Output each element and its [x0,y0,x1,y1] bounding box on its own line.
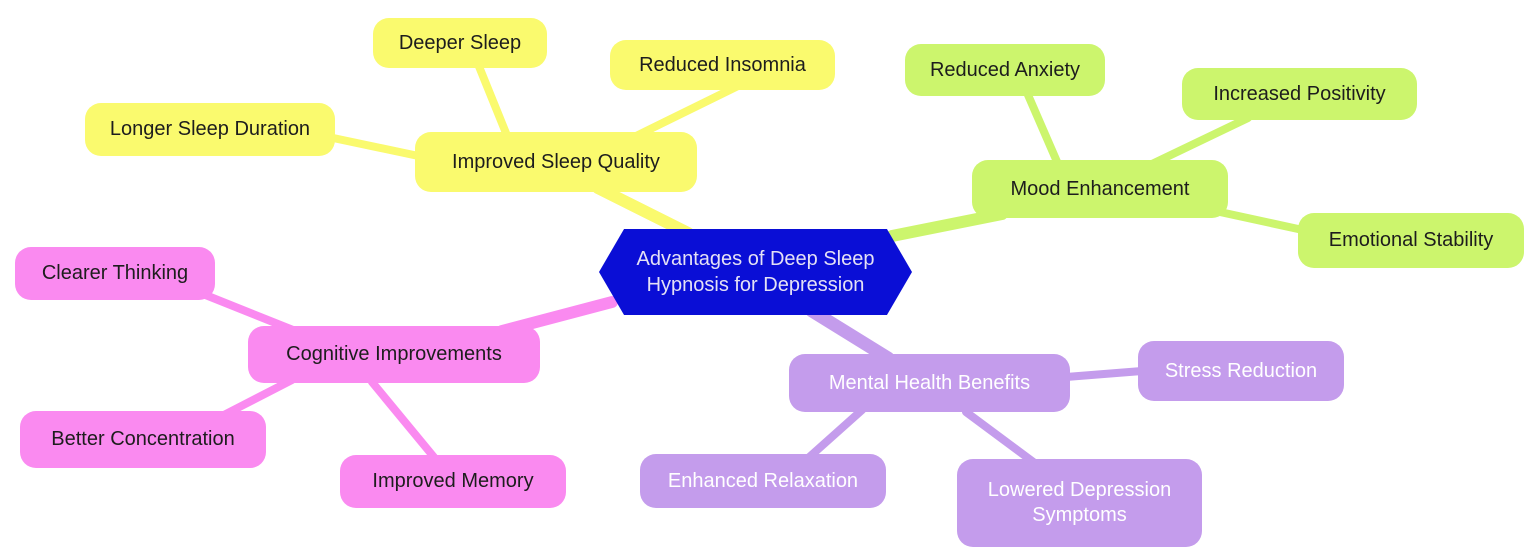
edge-mood-enhancement-increased-positivity [1148,114,1252,168]
edge-cognitive-improvements-improved-memory [368,378,442,466]
node-improved-memory: Improved Memory [340,455,566,508]
edge-root-improved-sleep-quality [592,182,694,239]
node-enhanced-relaxation: Enhanced Relaxation [640,454,886,508]
node-clearer-thinking: Clearer Thinking [15,247,215,300]
node-emotional-stability: Emotional Stability [1298,213,1524,268]
node-stress-reduction: Stress Reduction [1138,341,1344,401]
edge-mood-enhancement-reduced-anxiety [1021,84,1062,168]
edge-mental-health-benefits-enhanced-relaxation [802,406,866,464]
edge-mental-health-benefits-lowered-depression-symptoms [962,408,1040,468]
edge-cognitive-improvements-clearer-thinking [194,288,302,336]
node-better-concentration: Better Concentration [20,411,266,468]
node-improved-sleep-quality: Improved Sleep Quality [415,132,697,192]
edge-improved-sleep-quality-deeper-sleep [474,60,512,142]
node-longer-sleep-duration: Longer Sleep Duration [85,103,335,156]
root-label-line2: Hypnosis for Depression [646,274,865,296]
edge-root-mental-health-benefits [805,304,895,365]
node-increased-positivity: Increased Positivity [1182,68,1417,120]
node-mental-health-benefits: Mental Health Benefits [789,354,1070,412]
root-label-line1: Advantages of Deep Sleep [636,248,875,270]
node-lowered-depression-symptoms: Lowered Depression Symptoms [957,459,1202,547]
edge-mood-enhancement-emotional-stability [1216,208,1316,236]
node-root: Advantages of Deep Sleep Hypnosis for De… [599,229,912,315]
node-cognitive-improvements: Cognitive Improvements [248,326,540,383]
node-reduced-insomnia: Reduced Insomnia [610,40,835,90]
node-deeper-sleep: Deeper Sleep [373,18,547,68]
edge-mental-health-benefits-stress-reduction [1062,367,1146,381]
node-reduced-anxiety: Reduced Anxiety [905,44,1105,96]
edge-improved-sleep-quality-reduced-insomnia [628,80,746,142]
node-mood-enhancement: Mood Enhancement [972,160,1228,218]
edge-root-mood-enhancement [886,208,1008,242]
